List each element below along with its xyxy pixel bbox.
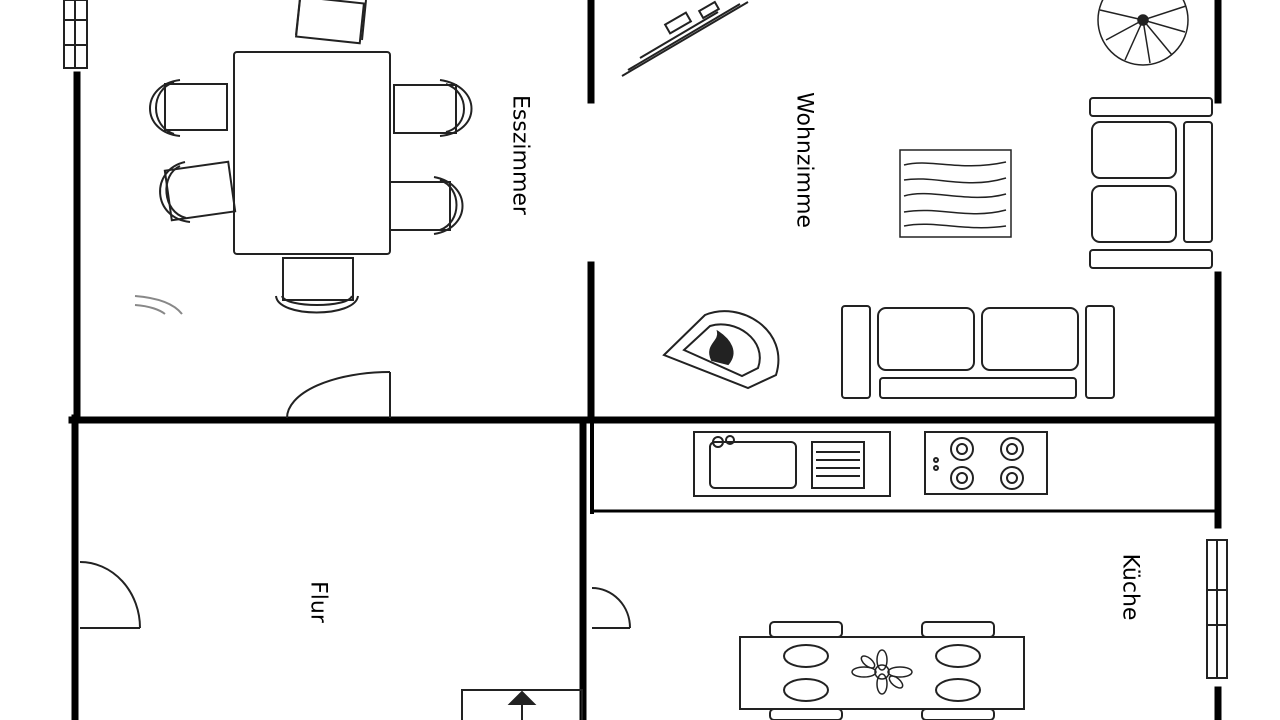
door-kitchen: [591, 587, 631, 629]
dining-chair: [275, 257, 359, 314]
dining-chair: [389, 176, 464, 235]
dining-chair: [294, 0, 367, 45]
room-label-living: Wohnzimme: [791, 92, 817, 228]
kitchen-sink: [693, 431, 891, 497]
walls: [68, 0, 1222, 720]
potted-plant: [1097, 0, 1189, 66]
room-label-hall: Flur: [305, 581, 331, 623]
dining-chair: [149, 79, 228, 137]
door-dining: [286, 371, 391, 419]
stove: [924, 431, 1048, 495]
window-kitchen-east: [1206, 539, 1228, 679]
stairs-entry: [461, 689, 583, 720]
wall-shelf: [621, 0, 749, 77]
dining-chair: [159, 160, 237, 223]
flower-centerpiece: [851, 649, 913, 695]
dining-table: [233, 51, 391, 255]
rug: [899, 149, 1012, 238]
armchair-sofa-east: [1089, 97, 1213, 269]
floor-lamp-fragment: [134, 295, 183, 315]
room-label-kitchen: Küche: [1117, 553, 1143, 621]
sofa-south: [841, 305, 1115, 399]
room-label-dining: Esszimmer: [507, 95, 533, 215]
kitchen-table: [739, 621, 1025, 720]
fireplace: [662, 310, 780, 390]
window-dining-west: [63, 0, 88, 69]
door-hall-west: [79, 561, 141, 629]
dining-chair: [393, 79, 473, 137]
